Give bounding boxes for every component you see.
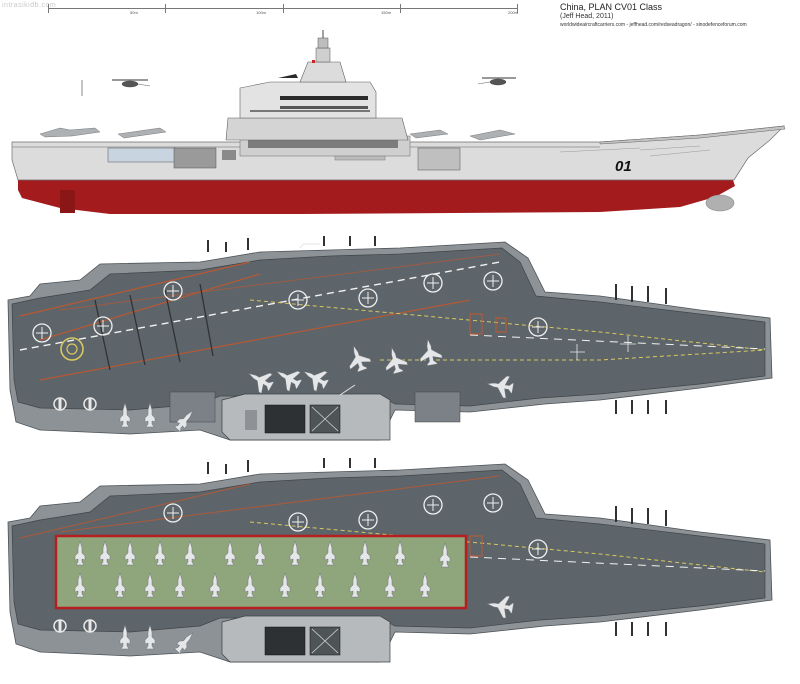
scale-bar: 50m 100m 150m 200m [48, 4, 519, 15]
deck-elevator-aft [169, 391, 216, 423]
side-profile: 01 [11, 30, 786, 214]
scale-label-100m: 100m [256, 10, 267, 15]
hull-red [18, 180, 735, 214]
drawing-sources: worldwideaircraftcarriers.com - jeffhead… [560, 22, 747, 28]
watermark: intrasikidb.com [2, 2, 57, 9]
title-block: China, PLAN CV01 Class (Jeff Head, 2011)… [560, 2, 795, 28]
bow-bulb [705, 194, 735, 212]
scale-label-200m: 200m [508, 10, 519, 15]
hull-number: 01 [615, 158, 632, 175]
drawing-credit: (Jeff Head, 2011) [560, 13, 614, 20]
island-top [221, 393, 391, 441]
helicopter-right [477, 77, 516, 86]
drawing-title: China, PLAN CV01 Class [560, 2, 663, 12]
scale-label-150m: 150m [381, 10, 392, 15]
flight-deck-plan [7, 236, 773, 441]
helicopter-left [112, 79, 151, 88]
hangar-plan [7, 458, 773, 663]
hangar-island-top [221, 615, 391, 663]
scale-label-50m: 50m [130, 10, 138, 15]
deck-elevator-fwd [414, 391, 461, 423]
